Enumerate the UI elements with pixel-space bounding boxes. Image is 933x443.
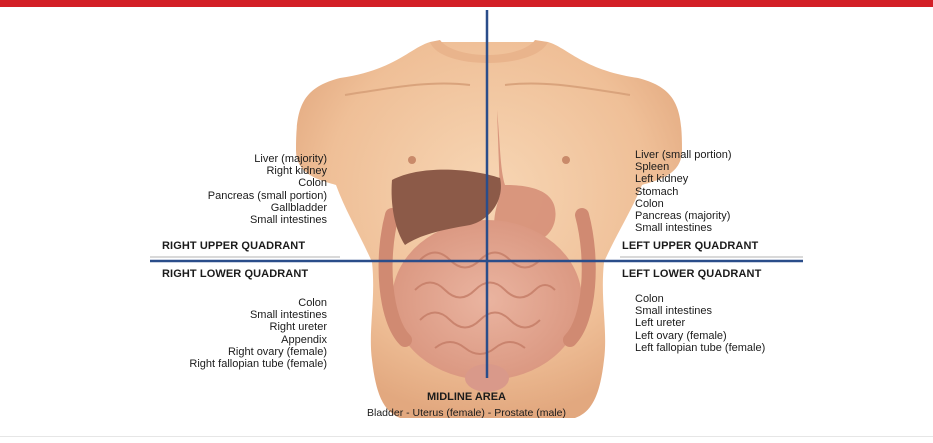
organ-item: Pancreas (small portion) [208,190,327,202]
organ-item: Liver (small portion) [635,149,732,161]
organ-item: Gallbladder [208,202,327,214]
organ-item: Left fallopian tube (female) [635,342,765,354]
right-upper-quadrant-label: RIGHT UPPER QUADRANT [162,240,305,252]
midline-area-title: MIDLINE AREA [0,391,933,403]
organ-item: Small intestines [635,222,732,234]
right-lower-quadrant-label: RIGHT LOWER QUADRANT [162,268,308,280]
organ-item: Colon [635,198,732,210]
left-upper-quadrant-label: LEFT UPPER QUADRANT [622,240,758,252]
left-lower-quadrant-label: LEFT LOWER QUADRANT [622,268,761,280]
left-lower-organs-list: Colon Small intestines Left ureter Left … [635,293,765,354]
organ-item: Right ovary (female) [189,346,327,358]
organ-item: Small intestines [189,309,327,321]
organ-item: Small intestines [208,214,327,226]
right-upper-organs-list: Liver (majority) Right kidney Colon Panc… [208,153,327,226]
organ-item: Stomach [635,186,732,198]
organ-item: Right kidney [208,165,327,177]
right-lower-organs-list: Colon Small intestines Right ureter Appe… [189,297,327,370]
bottom-divider [0,436,933,437]
organ-item: Right fallopian tube (female) [189,358,327,370]
left-upper-organs-list: Liver (small portion) Spleen Left kidney… [635,149,732,234]
nipple-right [408,156,416,164]
nipple-left [562,156,570,164]
organ-item: Left ovary (female) [635,330,765,342]
organ-item: Colon [635,293,765,305]
organ-item: Colon [208,177,327,189]
organ-item: Right ureter [189,321,327,333]
organ-item: Appendix [189,334,327,346]
organ-item: Colon [189,297,327,309]
organ-item: Left kidney [635,173,732,185]
organ-item: Pancreas (majority) [635,210,732,222]
organ-item: Liver (majority) [208,153,327,165]
organ-item: Left ureter [635,317,765,329]
organ-item: Small intestines [635,305,765,317]
midline-area-organs: Bladder - Uterus (female) - Prostate (ma… [0,407,933,419]
organ-item: Spleen [635,161,732,173]
